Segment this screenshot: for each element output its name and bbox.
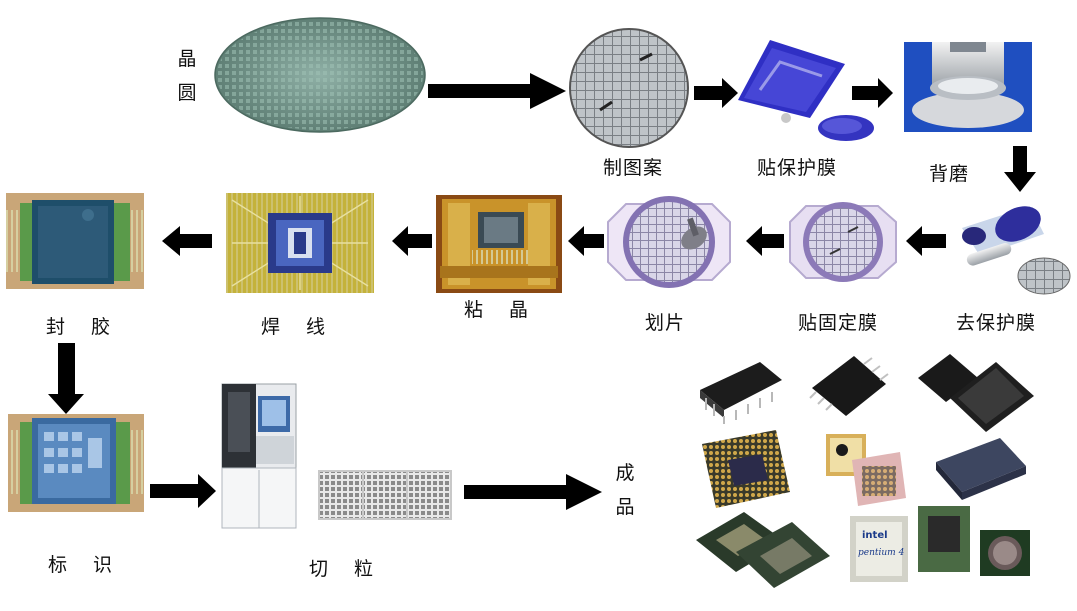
- arrow-encapsulate-down: [48, 343, 84, 414]
- arrow-to-encapsulate: [162, 226, 212, 256]
- arrow-to-dicing: [746, 226, 784, 256]
- label-finished: 成品: [615, 462, 635, 518]
- arrow-wafer-to-pattern: [428, 73, 566, 109]
- arrow-to-wire-bond: [392, 226, 432, 256]
- arrow-grind-down: [1004, 146, 1036, 192]
- flow-arrows: [48, 73, 1036, 510]
- singulated-tray-image: [318, 470, 452, 520]
- remove-film-image: [962, 206, 1071, 295]
- patterned-wafer-image: [569, 28, 689, 148]
- arrow-to-finished: [464, 474, 602, 510]
- arrow-to-die-attach: [568, 226, 604, 256]
- label-dicing: 划片: [645, 312, 686, 334]
- arrow-film-to-grind: [852, 78, 893, 108]
- arrow-to-singulate: [150, 474, 216, 508]
- encapsulated-chip-image: [6, 193, 144, 289]
- label-patterning: 制图案: [603, 157, 664, 179]
- label-protect-film: 贴保护膜: [757, 157, 838, 179]
- arrow-to-mount: [906, 226, 946, 256]
- pentium-mark: pentium 4: [858, 548, 905, 558]
- back-grind-image: [904, 42, 1032, 132]
- die-attach-image: [436, 195, 562, 293]
- wafer-large-image: [214, 17, 426, 133]
- finished-chips-image: [696, 354, 1034, 588]
- wire-bond-image: [226, 193, 374, 293]
- marked-chip-image: [8, 414, 144, 512]
- label-encapsulate: 封 胶: [46, 316, 121, 338]
- arrow-pattern-to-film: [694, 78, 738, 108]
- mount-film-ring-image: [789, 202, 897, 282]
- protect-film-image: [738, 40, 874, 141]
- label-wire-bond: 焊 线: [261, 316, 336, 338]
- label-back-grind: 背磨: [929, 163, 970, 185]
- label-wafer: 晶圆: [177, 48, 197, 104]
- label-mount-film: 贴固定膜: [798, 312, 879, 334]
- dicing-ring-image: [607, 196, 731, 288]
- label-remove-film: 去保护膜: [956, 312, 1037, 334]
- label-singulate: 切 粒: [309, 558, 384, 580]
- label-marking: 标 识: [48, 554, 123, 576]
- intel-mark: intel: [862, 530, 888, 541]
- label-die-attach: 粘 晶: [464, 299, 539, 321]
- singulation-machine-image: [221, 383, 297, 529]
